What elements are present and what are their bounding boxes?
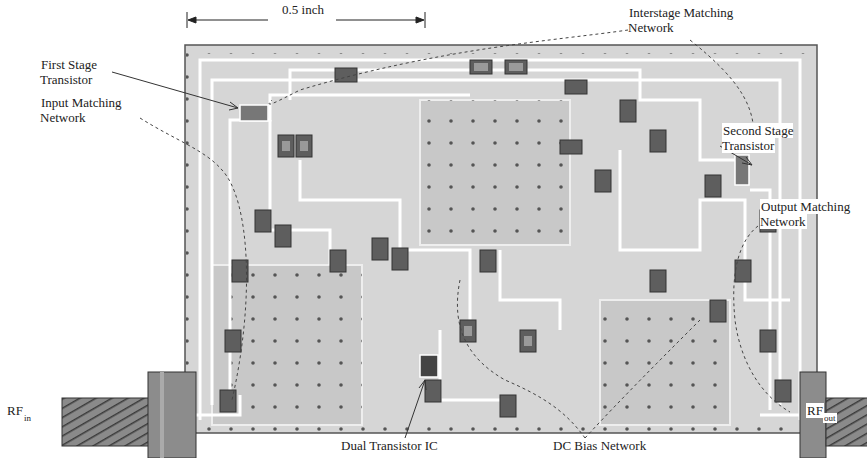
label-text: Input Matching Network [40,95,122,125]
callout-label: Input Matching Network [40,96,140,125]
leader-line [112,72,752,438]
port-name: RF [806,404,824,419]
label-text: First Stage Transistor [40,57,97,87]
label-text: Second Stage Transistor [722,123,793,153]
callout-label: Second Stage Transistor [722,124,832,153]
callout-label: Output Matching Network [760,200,864,229]
dimension-label: 0.5 inch [270,3,336,18]
label-text: out [823,413,837,423]
dual-transistor-ic [420,355,438,377]
sma-connector [62,372,867,458]
first-stage-transistor [240,105,268,121]
label-text: RF [806,403,824,418]
callout-label: First Stage Transistor [40,58,130,87]
port-subscript: in [23,413,32,423]
label-text: Interstage Matching Network [628,5,733,35]
callout-label: Dual Transistor IC [340,439,439,454]
label-text: RF [6,403,24,418]
label-text: 0.5 inch [281,2,325,17]
callout-label: Interstage Matching Network [628,6,758,35]
label-text: Dual Transistor IC [340,438,439,453]
label-text: in [23,413,32,423]
port-subscript: out [823,413,837,423]
port-name: RF [6,404,24,419]
callout-label: DC Bias Network [552,439,647,454]
network-outline [140,30,790,438]
pcb [185,45,817,433]
label-text: DC Bias Network [552,438,647,453]
label-text: Output Matching Network [760,199,850,229]
